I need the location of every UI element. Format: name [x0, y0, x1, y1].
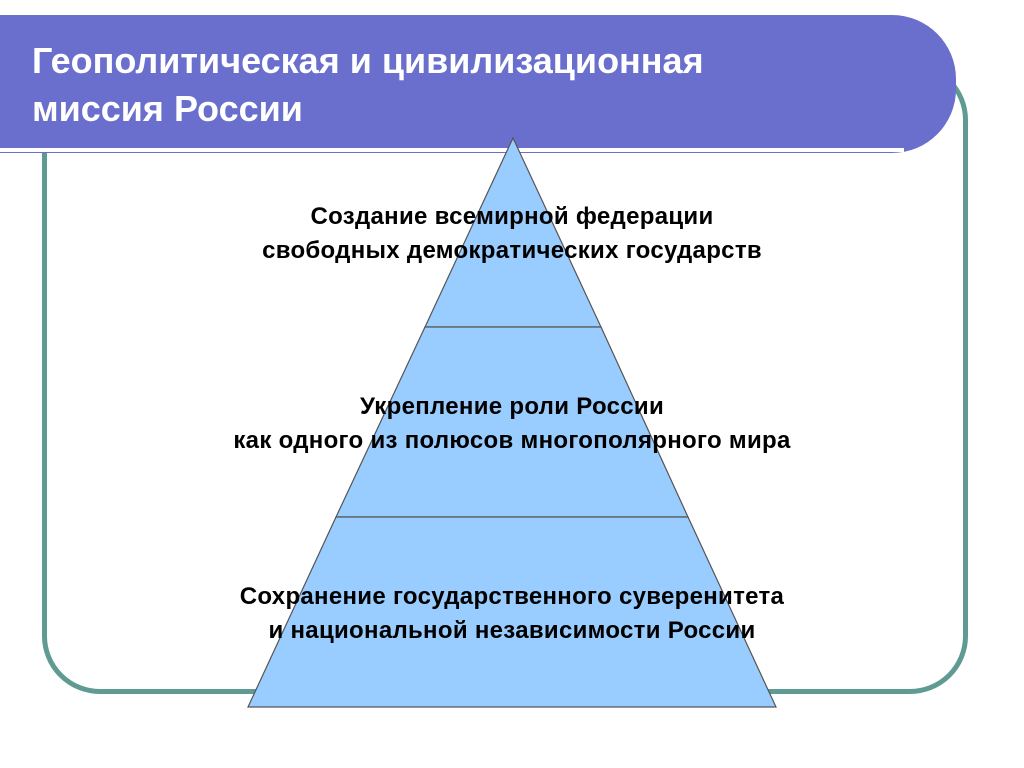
label-line: и национальной независимости России: [268, 617, 756, 644]
label-line: Укрепление роли России: [359, 393, 665, 420]
pyramid-level-top-label: Создание всемирной федерации свободных д…: [112, 200, 912, 268]
title-underline: [0, 148, 904, 152]
slide-title: Геополитическая и цивилизационная миссия…: [32, 37, 912, 133]
label-line: Сохранение государственного суверенитета: [239, 583, 785, 610]
label-line: Создание всемирной федерации: [310, 203, 714, 230]
title-bar: Геополитическая и цивилизационная миссия…: [0, 15, 956, 153]
pyramid-level-middle-label: Укрепление роли России как одного из пол…: [112, 390, 912, 458]
title-line: миссия России: [32, 88, 303, 129]
label-line: свободных демократических государств: [262, 237, 762, 264]
title-line: Геополитическая и цивилизационная: [32, 40, 704, 81]
pyramid-level-bottom-label: Сохранение государственного суверенитета…: [112, 580, 912, 648]
pyramid-level-bottom: [247, 516, 777, 708]
label-line: как одного из полюсов многополярного мир…: [233, 427, 791, 454]
